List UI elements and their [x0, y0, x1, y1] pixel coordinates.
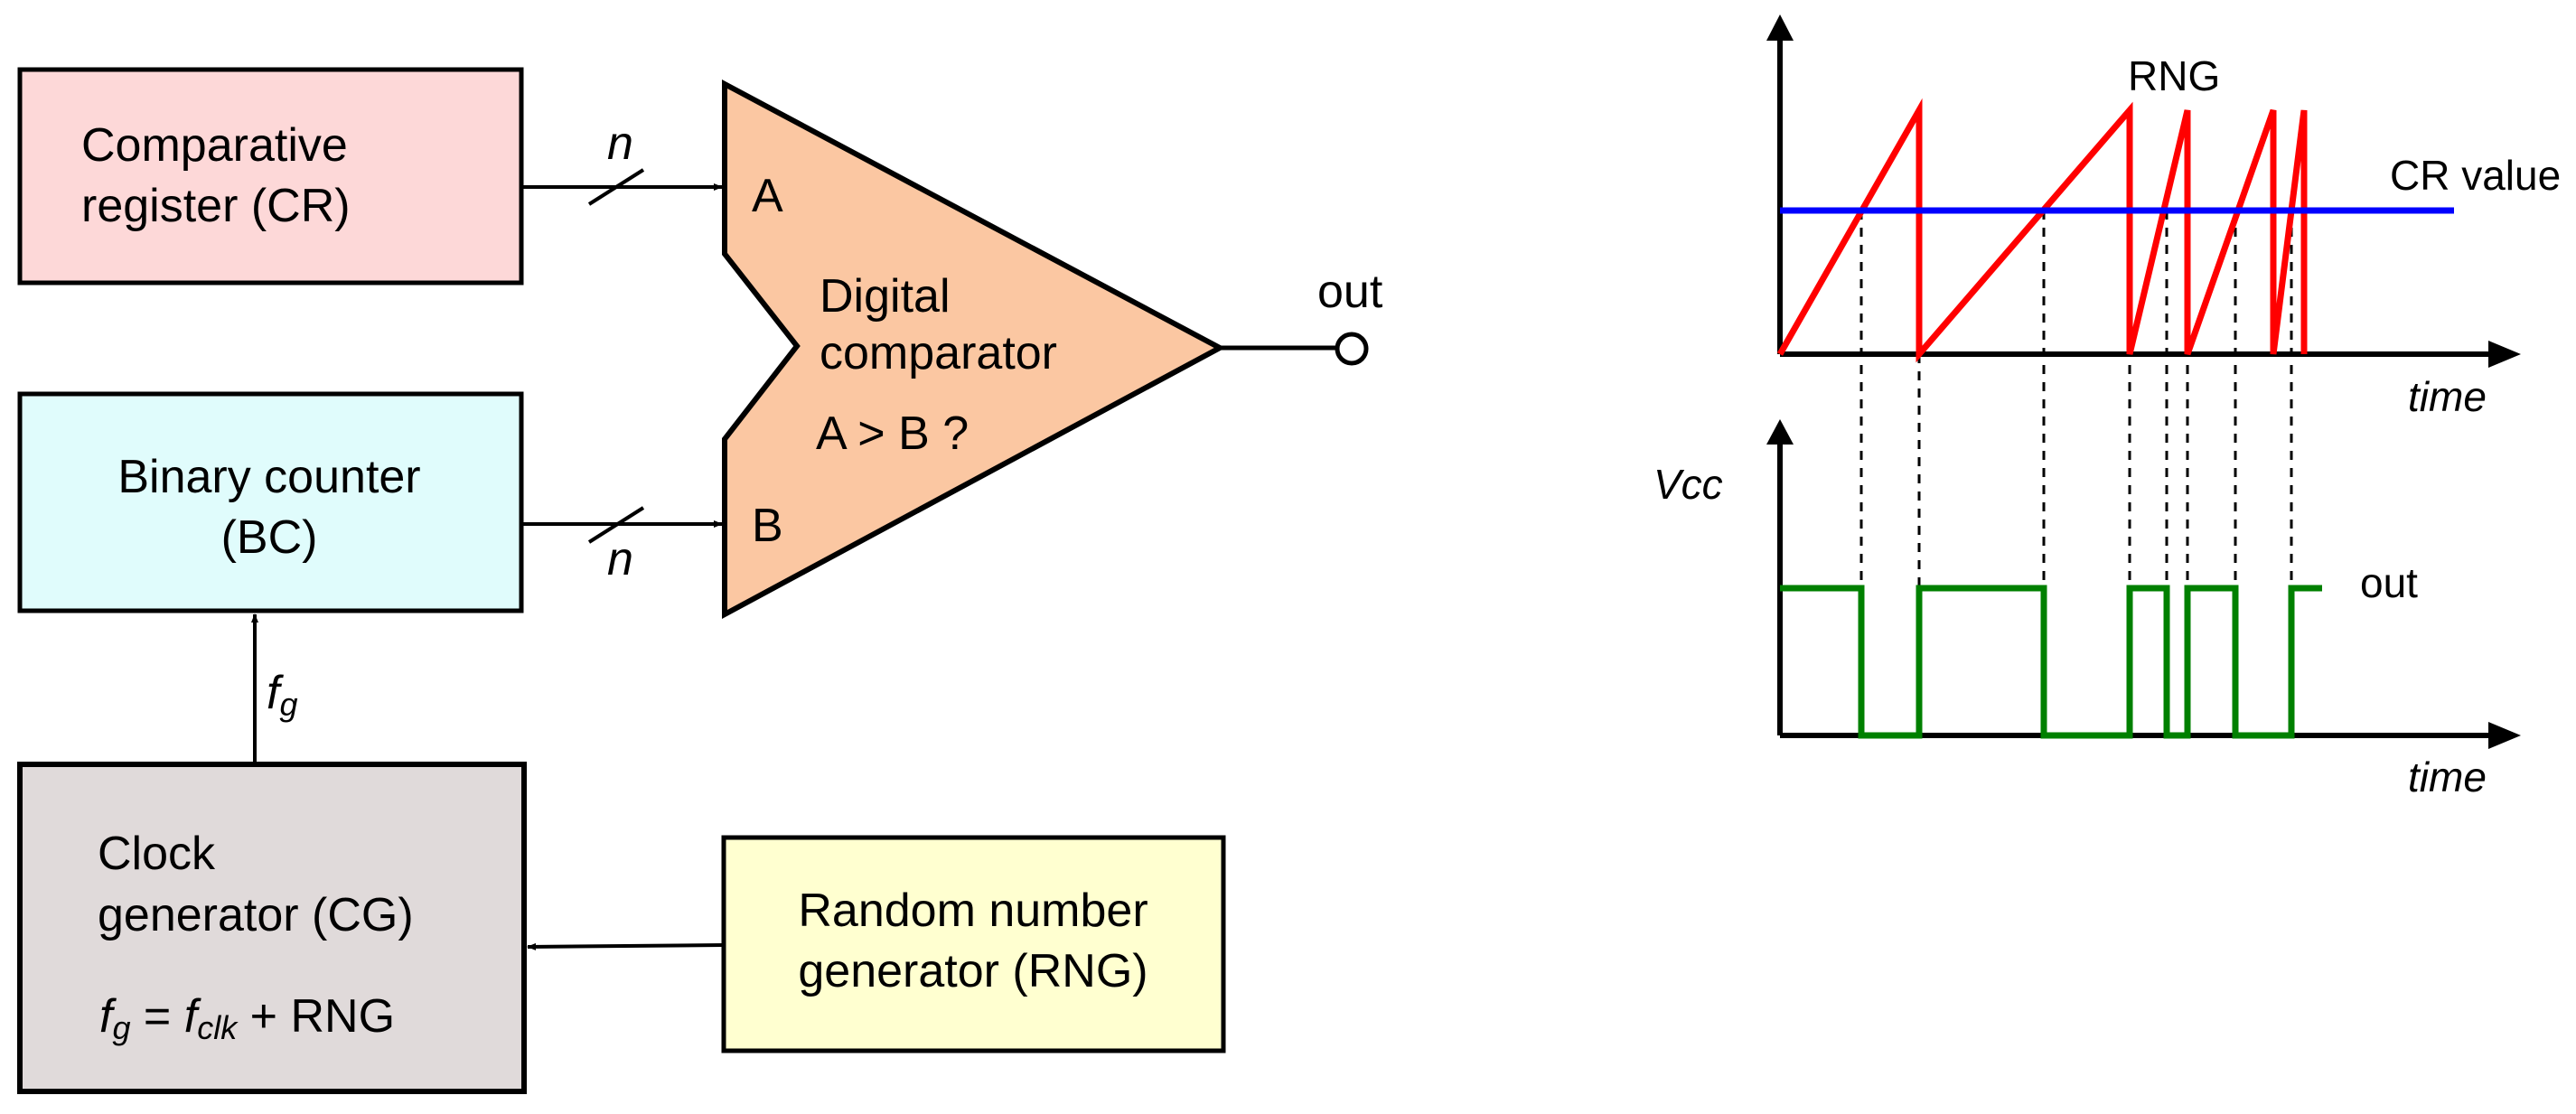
- clock-signal-label: fg: [267, 667, 297, 723]
- cg-equation: fg = fclk + RNG: [99, 990, 395, 1046]
- comparative-register-block: Comparative register (CR): [17, 67, 524, 286]
- cr-label-line2: register (CR): [81, 180, 351, 232]
- vcc-label: Vcc: [1653, 461, 1723, 508]
- cr-value-label: CR value: [2390, 152, 2561, 199]
- digital-comparator-block: Digital comparator A > B ? A B: [722, 80, 1226, 620]
- comparator-label-line2: comparator: [820, 327, 1057, 379]
- bus-cr-to-a: n: [521, 117, 723, 206]
- bc-label-line1: Binary counter: [117, 451, 420, 503]
- bus-bc-to-b: n: [521, 506, 723, 585]
- output-label: out: [1317, 266, 1383, 318]
- comparator-input-b-label: B: [752, 500, 783, 552]
- bottom-axes: time Vcc: [1653, 419, 2521, 800]
- comparator-output: out: [1220, 266, 1383, 366]
- comparator-label-line3: A > B ?: [816, 407, 969, 460]
- bottom-time-axis-label: time: [2408, 754, 2487, 800]
- random-number-generator-block: Random number generator (RNG): [721, 835, 1226, 1053]
- bus-width-label-bottom: n: [607, 533, 633, 585]
- rng-label-line2: generator (RNG): [798, 945, 1147, 997]
- bc-label-line2: (BC): [221, 511, 318, 564]
- comparator-label-line1: Digital: [820, 270, 951, 323]
- clock-signal-arrow: fg: [251, 613, 297, 764]
- binary-counter-block: Binary counter (BC): [17, 391, 524, 613]
- rng-ramp-trace: [1776, 98, 2308, 363]
- top-axes: time: [1766, 14, 2521, 420]
- rng-label-line1: Random number: [798, 885, 1147, 937]
- out-trace-label: out: [2360, 559, 2418, 606]
- clock-generator-block: Clock generator (CG) fg = fclk + RNG: [17, 762, 527, 1094]
- cg-label-line1: Clock: [98, 828, 216, 880]
- top-time-axis-label: time: [2408, 373, 2487, 420]
- output-terminal: [1335, 332, 1369, 366]
- rng-trace-label: RNG: [2128, 52, 2220, 99]
- cg-label-line2: generator (CG): [98, 889, 414, 941]
- bus-width-label-top: n: [607, 117, 633, 170]
- rng-to-cg-arrow: [527, 942, 725, 950]
- projection-lines: [1859, 211, 2293, 735]
- comparator-input-a-label: A: [752, 170, 783, 222]
- output-square-wave: [1780, 585, 2322, 739]
- cr-label-line1: Comparative: [81, 119, 348, 172]
